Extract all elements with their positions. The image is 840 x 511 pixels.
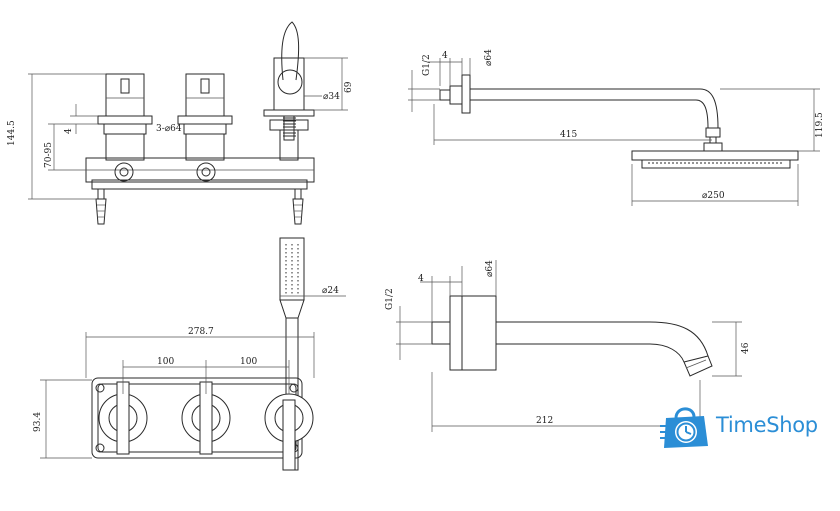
dim-arm-thread: G1/2 bbox=[422, 54, 432, 76]
dim-spout-69: 69 bbox=[344, 81, 354, 93]
valve-front-view: 278.7 100 100 93.4 ⌀24 bbox=[33, 237, 346, 471]
dim-head-dia: ⌀250 bbox=[702, 191, 725, 201]
dim-tub-length: 212 bbox=[536, 416, 553, 426]
dim-spacing-b: 100 bbox=[240, 357, 257, 367]
tub-spout-view: G1/2 4 ⌀64 46 212 bbox=[385, 260, 751, 432]
dim-tub-flange: ⌀64 bbox=[485, 260, 495, 277]
valve-side-view: 144.5 4 70-95 3-⌀64 ⌀34 69 bbox=[7, 21, 354, 225]
shopping-bag-clock-icon bbox=[660, 407, 708, 448]
dim-arm-flange: ⌀64 bbox=[484, 49, 494, 66]
dim-plate-width: 278.7 bbox=[188, 327, 214, 337]
dim-valve-range: 70-95 bbox=[44, 142, 54, 168]
hand-shower-holes bbox=[285, 244, 299, 296]
brand-name: TimeShop bbox=[716, 413, 818, 437]
spring-coil bbox=[283, 117, 296, 137]
dim-arm-length: 415 bbox=[560, 130, 577, 140]
dim-height-total: 144.5 bbox=[7, 120, 17, 146]
dim-hand-dia: ⌀24 bbox=[322, 286, 339, 296]
dim-plate-height: 93.4 bbox=[33, 412, 43, 432]
dim-tub-thread: G1/2 bbox=[385, 288, 395, 310]
dim-valve-holes: 3-⌀64 bbox=[156, 124, 182, 134]
dim-arm-4: 4 bbox=[442, 51, 448, 61]
dim-tub-46: 46 bbox=[741, 342, 751, 354]
shower-arm-view: G1/2 4 ⌀64 415 119.5 ⌀250 bbox=[408, 49, 825, 206]
dim-spout-dia: ⌀34 bbox=[323, 92, 340, 102]
dim-arm-drop: 119.5 bbox=[815, 112, 825, 138]
dim-spacing-a: 100 bbox=[157, 357, 174, 367]
dim-valve-4: 4 bbox=[64, 128, 74, 134]
dim-tub-4: 4 bbox=[418, 274, 424, 284]
